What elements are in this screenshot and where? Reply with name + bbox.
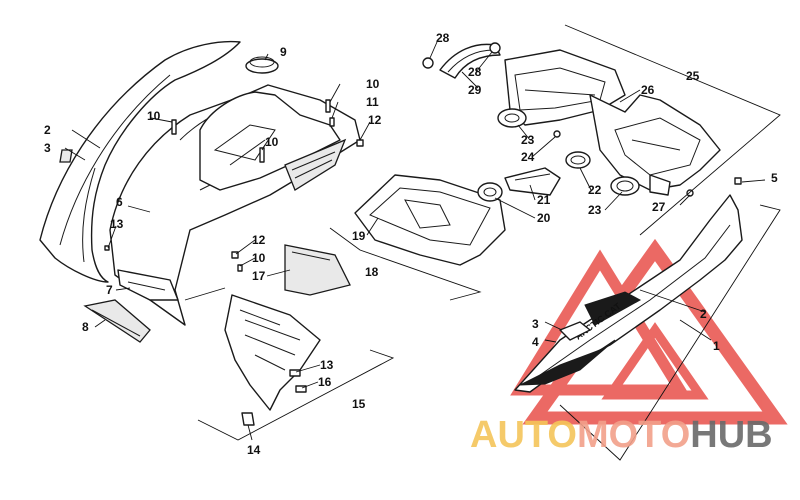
callout-18: 18 xyxy=(365,265,379,279)
callout-13: 13 xyxy=(320,358,334,372)
callout-4: 4 xyxy=(532,335,539,349)
callout-3: 3 xyxy=(532,317,539,331)
watermark-left-triangle xyxy=(510,249,690,396)
callout-12: 12 xyxy=(368,113,382,127)
callout-labels: 1 2 2 3 3 4 5 6 7 8 9 10 10 10 10 11 12 … xyxy=(44,31,778,457)
watermark-logo xyxy=(510,238,788,425)
watermark-inner-triangle xyxy=(601,322,709,400)
callout-27: 27 xyxy=(652,200,666,214)
callout-1: 1 xyxy=(713,339,720,353)
callout-22: 22 xyxy=(588,183,602,197)
assembly-brackets xyxy=(184,24,781,461)
callout-17: 17 xyxy=(252,269,266,283)
callout-21: 21 xyxy=(537,193,551,207)
right-side-panel: ARCTIC CAT xyxy=(514,194,743,393)
callout-23: 23 xyxy=(588,203,602,217)
watermark-hub: HUB xyxy=(690,414,772,456)
front-hood xyxy=(83,56,361,343)
callout-16: 16 xyxy=(318,375,332,389)
left-side-panel xyxy=(39,40,241,283)
callout-28: 28 xyxy=(468,65,482,79)
callout-7: 7 xyxy=(106,283,113,297)
callout-13: 13 xyxy=(110,217,124,231)
callout-20: 20 xyxy=(537,211,551,225)
callout-19: 19 xyxy=(352,229,366,243)
callout-29: 29 xyxy=(468,83,482,97)
callout-2: 2 xyxy=(44,123,51,137)
callout-25: 25 xyxy=(686,69,700,83)
callout-24: 24 xyxy=(521,150,535,164)
callout-10: 10 xyxy=(366,77,380,91)
callout-3: 3 xyxy=(44,141,51,155)
callout-2: 2 xyxy=(700,307,707,321)
callout-10: 10 xyxy=(265,135,279,149)
watermark-triangles xyxy=(510,238,788,425)
leader-lines xyxy=(64,41,766,441)
callout-15: 15 xyxy=(352,397,366,411)
callout-11: 11 xyxy=(366,95,379,109)
callout-6: 6 xyxy=(116,195,123,209)
callout-12: 12 xyxy=(252,233,266,247)
callout-10: 10 xyxy=(147,109,161,123)
lower-bracket xyxy=(224,294,321,426)
callout-5: 5 xyxy=(771,171,778,185)
intake-assembly xyxy=(422,42,721,197)
callout-23: 23 xyxy=(521,133,535,147)
callout-26: 26 xyxy=(641,83,655,97)
watermark-auto: AUTO xyxy=(470,414,577,456)
callout-8: 8 xyxy=(82,320,89,334)
windshield-piece xyxy=(284,244,351,296)
callout-28: 28 xyxy=(436,31,450,45)
svg-text:AUTOMOTOHUB: AUTOMOTOHUB xyxy=(470,414,773,456)
watermark-moto: MOTO xyxy=(577,414,690,456)
air-box xyxy=(354,167,561,266)
watermark-text: AUTOMOTOHUB xyxy=(470,414,773,456)
callout-14: 14 xyxy=(247,443,261,457)
callout-9: 9 xyxy=(280,45,287,59)
callout-10: 10 xyxy=(252,251,266,265)
